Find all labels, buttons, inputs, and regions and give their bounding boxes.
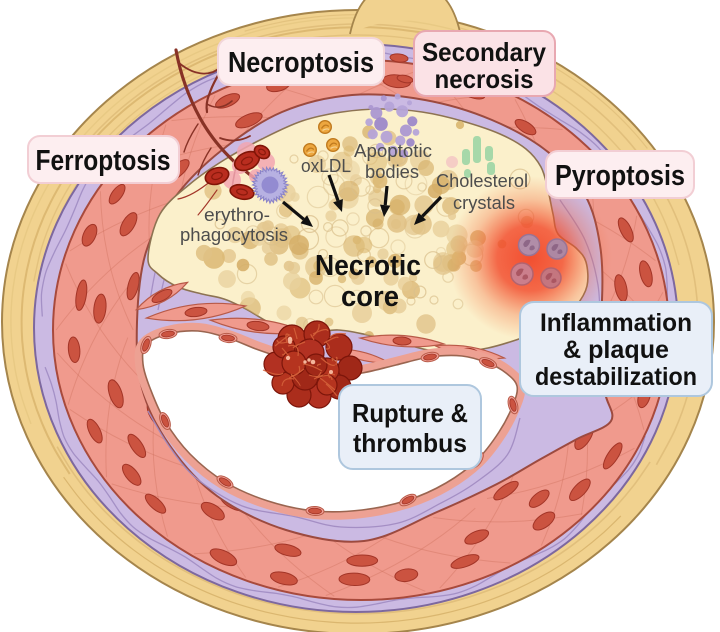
svg-text:erythro-: erythro- [204,205,270,225]
svg-text:thrombus: thrombus [353,428,467,458]
svg-text:core: core [341,281,399,313]
svg-text:bodies: bodies [365,162,419,182]
svg-text:destabilization: destabilization [535,363,697,391]
svg-text:Apoptotic: Apoptotic [354,141,432,161]
svg-text:necrosis: necrosis [435,64,534,94]
svg-text:oxLDL: oxLDL [301,156,351,176]
svg-text:Rupture &: Rupture & [352,398,468,428]
svg-text:Secondary: Secondary [422,37,546,67]
svg-text:crystals: crystals [453,193,515,213]
svg-text:Pyroptosis: Pyroptosis [555,160,685,192]
svg-text:Necrotic: Necrotic [315,250,421,282]
svg-text:Inflammation: Inflammation [540,309,692,337]
svg-text:Ferroptosis: Ferroptosis [36,145,171,177]
svg-text:Necroptosis: Necroptosis [228,47,374,79]
svg-text:Cholesterol: Cholesterol [436,171,528,191]
svg-text:& plaque: & plaque [563,336,669,364]
svg-text:phagocytosis: phagocytosis [180,225,288,245]
